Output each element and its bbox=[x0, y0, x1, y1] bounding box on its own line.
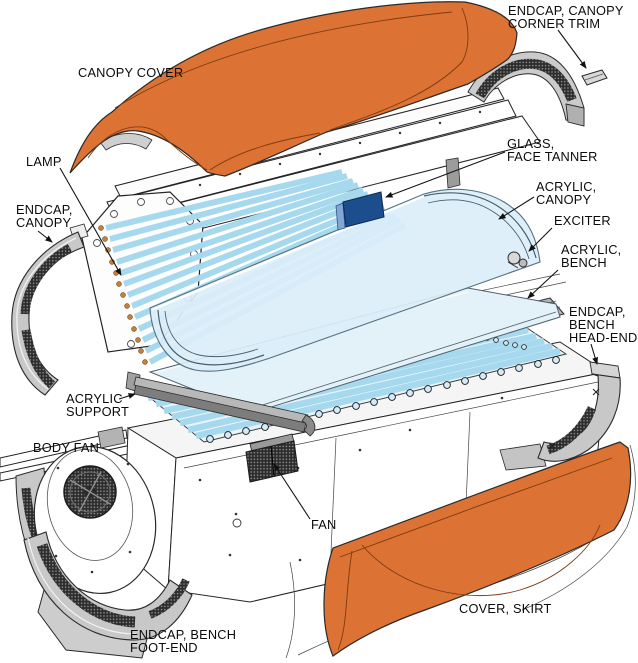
label-acrylic-bench-2: BENCH bbox=[561, 255, 607, 270]
leader-endcap-canopy bbox=[37, 230, 53, 243]
endcap-bench-head-end-part bbox=[499, 361, 621, 471]
leader-lines bbox=[37, 29, 599, 520]
label-acrylic-bench: ACRYLIC, bbox=[561, 242, 621, 257]
label-body-fan: BODY FAN bbox=[33, 440, 99, 455]
label-acrylic-support: ACRYLIC bbox=[66, 391, 123, 406]
endcap-vent-mesh bbox=[475, 58, 577, 102]
label-exciter: EXCITER bbox=[554, 213, 611, 228]
label-acrylic-support-2: SUPPORT bbox=[66, 404, 129, 419]
leader-acrylic-bench bbox=[527, 269, 559, 299]
label-endcap-bench-head-end-3: HEAD-END bbox=[569, 330, 637, 345]
label-cover-skirt: COVER, SKIRT bbox=[459, 601, 551, 616]
acrylic-canopy-dome bbox=[149, 188, 541, 372]
endcap-vent-mesh bbox=[20, 244, 73, 315]
label-acrylic-canopy: ACRYLIC, bbox=[536, 179, 596, 194]
label-endcap-canopy-corner-trim-2: CORNER TRIM bbox=[508, 16, 600, 31]
leader-lamp bbox=[59, 167, 122, 276]
canopy-cover bbox=[69, 1, 518, 177]
label-endcap-bench-head-end: ENDCAP, bbox=[569, 304, 626, 319]
pivot-bracket bbox=[445, 157, 461, 189]
fan-screws bbox=[54, 444, 132, 574]
part-labels: ENDCAP, CANOPY CORNER TRIM CANOPY COVER … bbox=[16, 3, 637, 655]
leader-acrylic-canopy bbox=[498, 196, 535, 220]
fan-part bbox=[245, 433, 299, 483]
canopy-endcap-right bbox=[467, 51, 585, 127]
label-glass-face-tanner-2: FACE TANNER bbox=[507, 149, 598, 164]
body-fan-part bbox=[33, 444, 157, 595]
leader-fan bbox=[273, 463, 311, 520]
label-endcap-bench-foot-end-2: FOOT-END bbox=[130, 640, 198, 655]
glass-face-tanner-part bbox=[335, 191, 385, 231]
frame-hole bbox=[232, 518, 242, 528]
rail-bracket bbox=[97, 426, 126, 449]
label-lamp: LAMP bbox=[26, 154, 62, 169]
bench-rail bbox=[0, 429, 128, 468]
label-acrylic-canopy-2: CANOPY bbox=[536, 192, 592, 207]
label-glass-face-tanner: GLASS, bbox=[507, 136, 554, 151]
dome-foot-arch bbox=[157, 309, 265, 366]
frame-screws bbox=[198, 396, 504, 562]
label-endcap-bench-foot-end: ENDCAP, BENCH bbox=[130, 627, 236, 642]
leader-endcap-canopy-corner-trim bbox=[557, 29, 587, 69]
glass-face-tanner bbox=[342, 191, 385, 228]
dome-head-arch bbox=[423, 192, 537, 259]
leader-exciter bbox=[528, 227, 553, 252]
endcap-vent-mesh bbox=[546, 406, 597, 455]
label-fan: FAN bbox=[311, 517, 337, 532]
canopy-cover-part bbox=[69, 1, 518, 177]
frame-seam bbox=[329, 437, 337, 576]
leader-endcap-bench-head-end bbox=[590, 343, 599, 365]
body-fan-housing bbox=[33, 445, 157, 595]
label-endcap-canopy-corner-trim: ENDCAP, CANOPY bbox=[508, 3, 624, 18]
endcap-screw-marks bbox=[548, 388, 600, 450]
leader-acrylic-support bbox=[118, 393, 136, 400]
endcap-vent-mesh bbox=[148, 578, 190, 619]
label-endcap-canopy: ENDCAP, bbox=[16, 202, 73, 217]
label-canopy-cover: CANOPY COVER bbox=[78, 65, 183, 80]
label-endcap-canopy-2: CANOPY bbox=[16, 215, 72, 230]
endcap-canopy-corner-trim-part bbox=[581, 69, 608, 86]
acrylic-support-part bbox=[125, 371, 316, 437]
label-endcap-bench-head-end-2: BENCH bbox=[569, 317, 615, 332]
endcap-vent-mesh bbox=[21, 329, 56, 389]
endcap-vent-mesh bbox=[36, 543, 136, 628]
exciter-part bbox=[507, 251, 528, 269]
fan-grille bbox=[245, 440, 299, 483]
frame-seam bbox=[465, 411, 471, 506]
cover-skirt-part bbox=[285, 441, 636, 659]
endcap-bench-foot-end-band bbox=[23, 531, 193, 641]
canopy-endcap-left bbox=[11, 223, 89, 396]
leader-glass-face-tanner bbox=[385, 151, 506, 198]
cover-skirt bbox=[323, 441, 632, 657]
